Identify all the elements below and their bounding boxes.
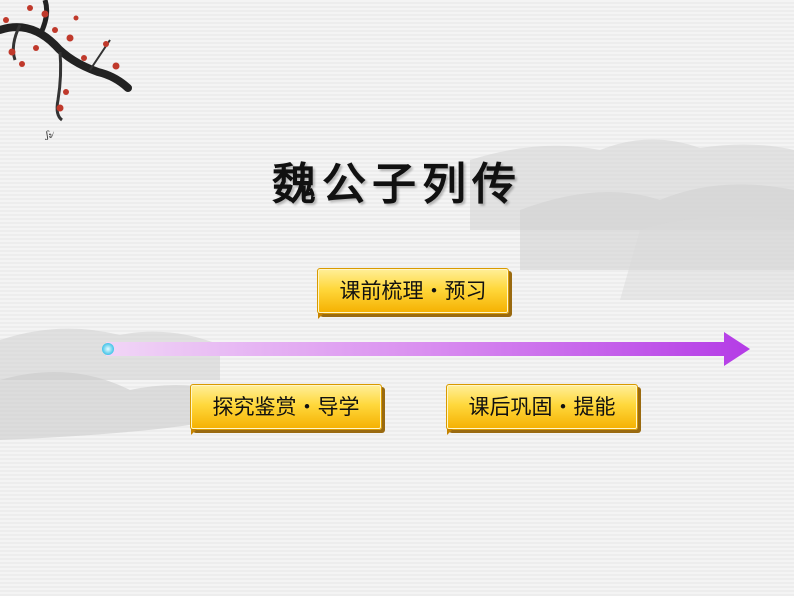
preview-button-label: 课前梳理・预习 — [339, 279, 487, 303]
button-fold-corner — [318, 313, 324, 319]
svg-text:ʃ৶: ʃ৶ — [45, 130, 55, 141]
button-fold-corner — [191, 429, 197, 435]
study-button[interactable]: 探究鉴赏・导学 — [190, 384, 382, 435]
consolidate-button[interactable]: 课后巩固・提能 — [446, 384, 638, 435]
study-button-label: 探究鉴赏・导学 — [212, 395, 360, 419]
timeline-start-dot — [102, 343, 114, 355]
page-title: 魏公子列传 — [272, 159, 522, 210]
button-fold-corner — [447, 429, 453, 435]
preview-button[interactable]: 课前梳理・预习 — [317, 268, 509, 319]
timeline-arrow — [102, 332, 750, 366]
consolidate-button-label: 课后巩固・提能 — [468, 395, 616, 419]
